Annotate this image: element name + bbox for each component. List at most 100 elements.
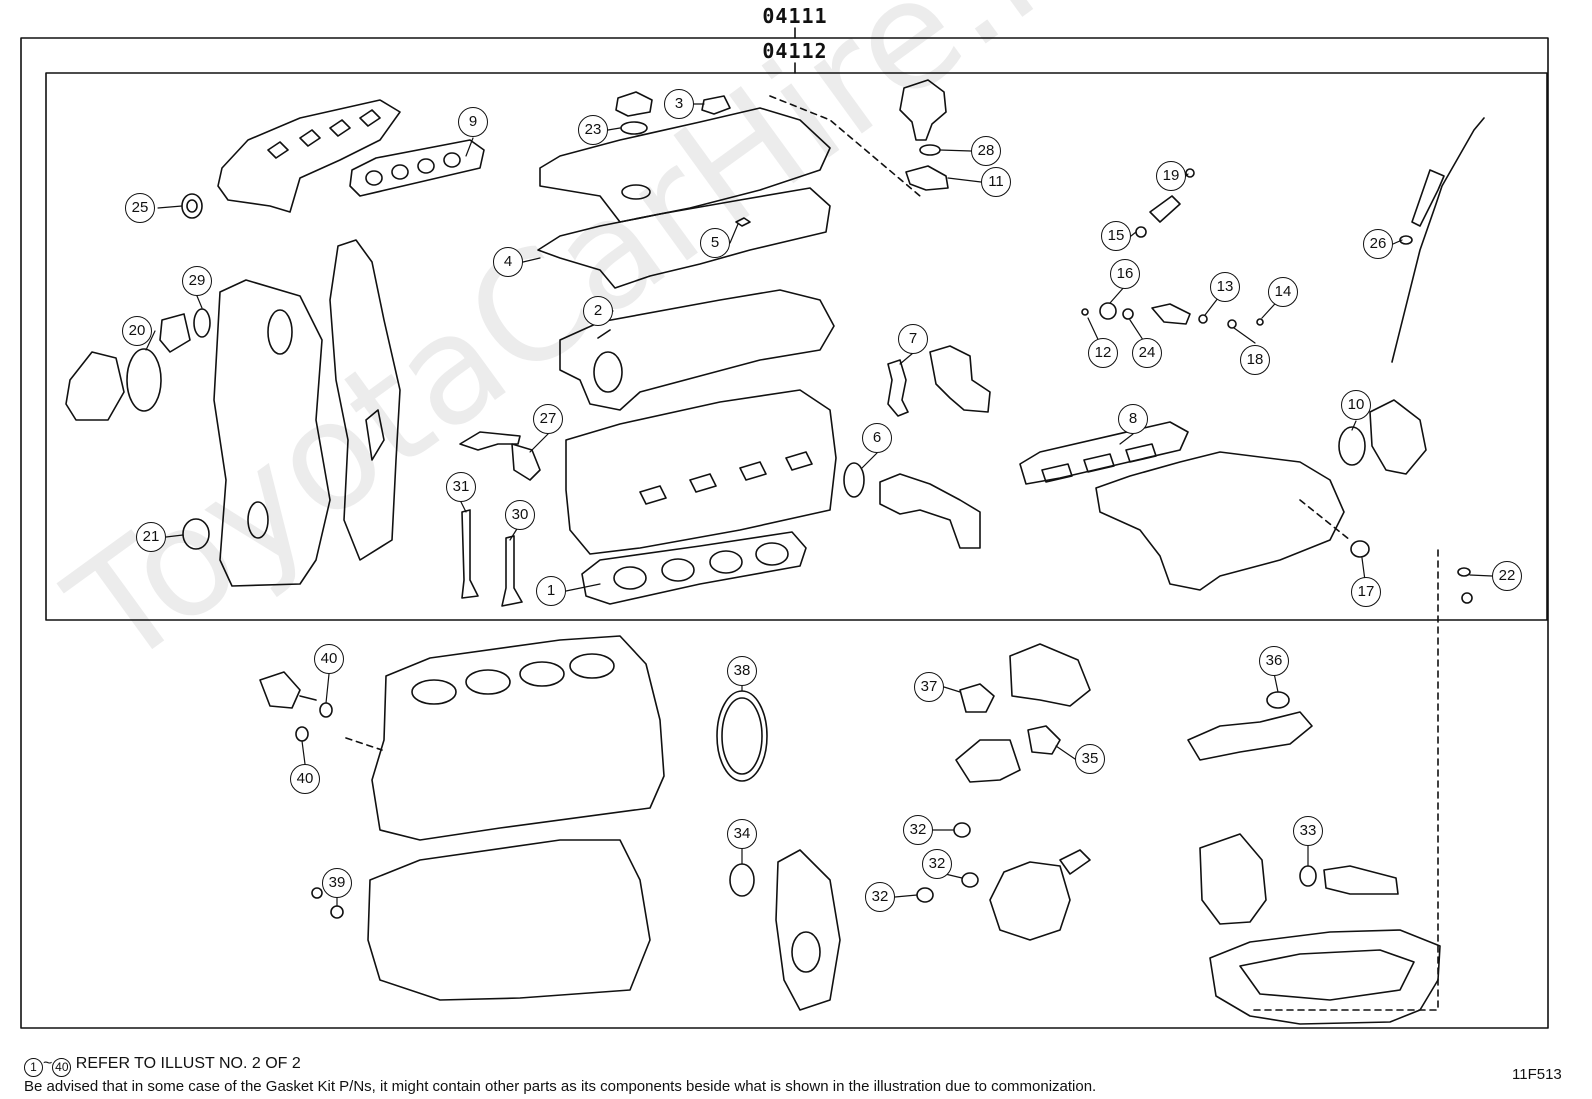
- callout-34[interactable]: 34: [727, 819, 757, 849]
- cylinder-block: [371, 635, 665, 841]
- callout-1[interactable]: 1: [536, 576, 566, 606]
- exhaust-manifold-ports: [267, 109, 381, 159]
- callout-20[interactable]: 20: [122, 316, 152, 346]
- callout-31[interactable]: 31: [446, 472, 476, 502]
- intake-manifold: [1095, 451, 1345, 591]
- callout-40-b[interactable]: 40: [290, 764, 320, 794]
- oil-filler-hole: [621, 184, 651, 200]
- callout-15[interactable]: 15: [1101, 221, 1131, 251]
- water-inlet-housing: [929, 345, 991, 413]
- gasket-40-a: [319, 702, 333, 718]
- callout-16[interactable]: 16: [1110, 259, 1140, 289]
- callout-32-a[interactable]: 32: [903, 815, 933, 845]
- oil-strainer: [1187, 711, 1313, 761]
- water-outlet-gasket: [843, 462, 865, 498]
- callout-27[interactable]: 27: [533, 404, 563, 434]
- callout-29[interactable]: 29: [182, 266, 212, 296]
- callout-32-c[interactable]: 32: [865, 882, 895, 912]
- rear-oil-seal-38: [716, 690, 768, 782]
- callout-30[interactable]: 30: [505, 500, 535, 530]
- seal-12: [1081, 308, 1089, 316]
- gasket-11: [905, 165, 949, 191]
- seal-14: [1256, 318, 1264, 326]
- cap-3: [701, 95, 731, 115]
- seal-19: [1185, 168, 1195, 178]
- oil-pump-pipe: [1059, 849, 1091, 875]
- range-separator: ~: [43, 1055, 53, 1072]
- callout-36[interactable]: 36: [1259, 646, 1289, 676]
- oil-pump-housing: [1199, 833, 1267, 925]
- callout-24[interactable]: 24: [1132, 338, 1162, 368]
- o-ring-29: [193, 308, 211, 338]
- callout-35[interactable]: 35: [1075, 744, 1105, 774]
- callout-22[interactable]: 22: [1492, 561, 1522, 591]
- oil-seal-inner: [186, 199, 198, 213]
- callout-2[interactable]: 2: [583, 296, 613, 326]
- dipstick-guide: [1411, 169, 1445, 227]
- callout-38[interactable]: 38: [727, 656, 757, 686]
- callout-26[interactable]: 26: [1363, 229, 1393, 259]
- callout-40-a[interactable]: 40: [314, 644, 344, 674]
- camshaft-housing: [559, 289, 835, 411]
- gasket-40-b: [295, 726, 309, 742]
- crank-seal-21: [182, 518, 210, 550]
- cylinder-head-ports: [639, 451, 813, 505]
- callout-10[interactable]: 10: [1341, 390, 1371, 420]
- callout-33[interactable]: 33: [1293, 816, 1323, 846]
- callout-39[interactable]: 39: [322, 868, 352, 898]
- switch-stem: [299, 695, 317, 701]
- callout-28[interactable]: 28: [971, 136, 1001, 166]
- callout-21[interactable]: 21: [136, 522, 166, 552]
- callout-17[interactable]: 17: [1351, 577, 1381, 607]
- exhaust-manifold: [217, 99, 401, 213]
- leader-lines: [145, 103, 1493, 907]
- callout-12[interactable]: 12: [1088, 338, 1118, 368]
- gasket-18: [1227, 319, 1237, 329]
- callout-18[interactable]: 18: [1240, 345, 1270, 375]
- callout-3[interactable]: 3: [664, 89, 694, 119]
- rear-cover-bore: [791, 931, 821, 973]
- valve-intake: [501, 535, 523, 607]
- callout-11[interactable]: 11: [981, 167, 1011, 197]
- plug-39-a: [311, 887, 323, 899]
- gasket-17: [1350, 540, 1370, 558]
- dashed-17: [1299, 499, 1351, 541]
- egr-cooler-lower: [955, 739, 1021, 783]
- filler-cap-gasket: [620, 121, 648, 135]
- timing-cover-gasket: [329, 239, 401, 561]
- refer-text: REFER TO ILLUST NO. 2 OF 2: [75, 1055, 301, 1072]
- intake-gasket-ports: [1041, 443, 1157, 483]
- head-gasket-bores: [613, 542, 789, 590]
- range-start-badge: 1: [24, 1058, 43, 1077]
- egr-cooler-upper: [1009, 643, 1091, 707]
- callout-13[interactable]: 13: [1210, 272, 1240, 302]
- cylinder-head: [565, 389, 837, 555]
- intake-manifold-gasket: [1019, 421, 1189, 485]
- callout-14[interactable]: 14: [1268, 277, 1298, 307]
- callout-8[interactable]: 8: [1118, 404, 1148, 434]
- callout-6[interactable]: 6: [862, 423, 892, 453]
- seal-22: [1457, 567, 1473, 604]
- callout-25[interactable]: 25: [125, 193, 155, 223]
- assembly-code-outer: 04111: [762, 4, 828, 28]
- head-cover-gasket: [537, 187, 831, 289]
- callout-19[interactable]: 19: [1156, 161, 1186, 191]
- callout-7[interactable]: 7: [898, 324, 928, 354]
- gasket-32-b: [961, 872, 979, 888]
- assembly-code-inner: 04112: [762, 39, 828, 63]
- callout-23[interactable]: 23: [578, 115, 608, 145]
- valve-exhaust: [461, 509, 479, 599]
- callout-9[interactable]: 9: [458, 107, 488, 137]
- oil-pump-body: [989, 861, 1071, 941]
- callout-4[interactable]: 4: [493, 247, 523, 277]
- o-ring-33: [1299, 865, 1317, 887]
- callout-32-b[interactable]: 32: [922, 849, 952, 879]
- callout-37[interactable]: 37: [914, 672, 944, 702]
- gasket-37: [959, 683, 995, 713]
- o-ring-28: [919, 144, 941, 156]
- oil-pan: [1209, 929, 1441, 1025]
- cover-seal-bore: [267, 309, 293, 355]
- oil-seal: [181, 193, 203, 219]
- callout-5[interactable]: 5: [700, 228, 730, 258]
- timing-chain-cover: [213, 279, 331, 587]
